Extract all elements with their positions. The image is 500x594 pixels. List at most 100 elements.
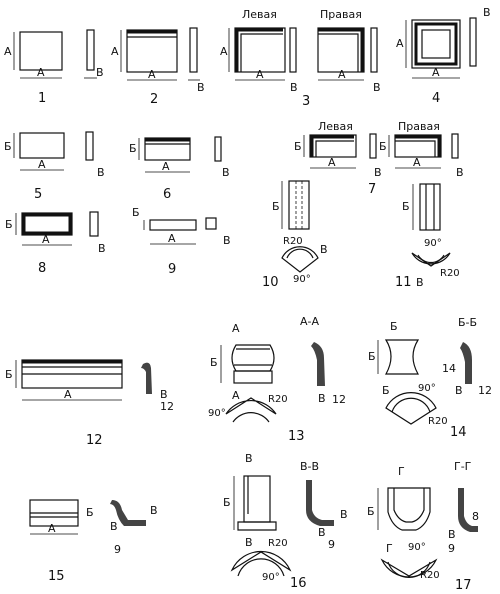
figure-15: А Б В В 9 15 [29, 499, 158, 584]
dim-B: Б [210, 356, 218, 369]
figure-6: Б А В 6 [129, 136, 230, 202]
tile-edge [205, 217, 217, 230]
tile-edge [89, 211, 99, 237]
figure-number: 16 [290, 576, 307, 591]
figure-7: Левая Правая Б А В Б А В 7 [294, 120, 464, 197]
dim-A: А [42, 233, 50, 246]
dim-V: В [483, 6, 491, 19]
tile-right [394, 134, 442, 158]
radius-label: R20 [283, 236, 303, 247]
section-marker-G: Г [398, 465, 405, 478]
figure-number: 5 [34, 187, 42, 202]
angle-label: 90° [408, 542, 426, 553]
corner-sector [281, 246, 319, 273]
dim-9: 9 [448, 542, 455, 555]
figure-1: А А В 1 [4, 29, 104, 106]
angle-label: 90° [262, 572, 280, 583]
angle-label: 90° [418, 383, 436, 394]
section-marker-A: А [232, 322, 240, 335]
edge-left [289, 27, 297, 73]
figure-number: 2 [150, 92, 158, 107]
dim-B: Б [402, 200, 410, 213]
dim-V-left: В [290, 81, 298, 94]
figure-12: Б А В 12 12 [5, 359, 174, 448]
tile-face [21, 212, 73, 236]
dim-B: Б [272, 200, 280, 213]
dim-V-left: В [374, 166, 382, 179]
radius-label: R20 [268, 394, 288, 405]
dim-B: Б [5, 368, 13, 381]
figure-number: 11 [395, 275, 412, 290]
section-title: Б-Б [458, 316, 477, 329]
tile-right [317, 27, 365, 73]
figure-3: Левая Правая А А В А В 3 [220, 8, 381, 109]
dim-V: В [448, 528, 456, 541]
figure-number: 15 [48, 569, 65, 584]
figure-number: 14 [450, 425, 467, 440]
edge-right [451, 133, 459, 159]
dim-A-vertical: А [220, 45, 228, 58]
tile-edge [469, 17, 477, 67]
dim-A: А [168, 232, 176, 245]
figure-number: 9 [168, 262, 176, 277]
dim-A: А [48, 522, 56, 535]
figure-13: А Б А R20 90° А-А В 12 13 [208, 315, 346, 444]
dim-A-vertical: А [111, 45, 119, 58]
figure-number: 10 [262, 275, 279, 290]
dim-V: В [318, 392, 326, 405]
tile-left [309, 134, 357, 158]
dim-B: Б [367, 505, 375, 518]
dim-V: В [160, 388, 168, 401]
figure-10: Б R20 В 90° 10 [262, 180, 328, 290]
dim-A-vertical: А [4, 45, 12, 58]
tile-face [144, 137, 191, 161]
dim-V-right: В [150, 504, 158, 517]
figure-number: 8 [38, 261, 46, 276]
profile-section [306, 480, 334, 526]
dim-12: 12 [160, 400, 174, 413]
dim-V-right: В [373, 81, 381, 94]
tile-face [387, 487, 431, 531]
tile-edge [189, 27, 198, 73]
figure-9: Б А В 9 [132, 206, 231, 277]
figure-17: Г Б Г 90° R20 Г-Г 8 В 9 17 [367, 460, 479, 593]
dim-A-right: А [338, 68, 346, 81]
dim-12: 12 [332, 393, 346, 406]
section-marker-A-bottom: А [232, 389, 240, 402]
dim-14: 14 [442, 362, 456, 375]
tile-inner [421, 29, 451, 59]
radius-label: R20 [440, 268, 460, 279]
dim-A-horizontal: А [148, 68, 156, 81]
tile-face [19, 132, 65, 159]
tile-face [384, 339, 420, 375]
dim-B-left: Б [294, 140, 302, 153]
dim-A: А [64, 388, 72, 401]
section-marker-V: В [245, 452, 253, 465]
profile-section [110, 500, 146, 526]
dim-V-right: В [340, 508, 348, 521]
tile-face [126, 29, 178, 73]
figure-number: 7 [368, 182, 376, 197]
dim-B: Б [368, 350, 376, 363]
dim-V: В [97, 166, 105, 179]
label-right: Правая [398, 120, 440, 133]
angle-label: 90° [293, 274, 311, 285]
dim-V-left: В [318, 526, 326, 539]
dim-12: 12 [478, 384, 492, 397]
figure-number: 3 [302, 94, 310, 109]
tile-outer [411, 19, 461, 69]
dim-A-left: А [328, 156, 336, 169]
dim-A: А [162, 160, 170, 173]
profile-section [460, 342, 472, 384]
dim-V: В [98, 242, 106, 255]
dim-B: Б [129, 142, 137, 155]
angle-label: 90° [208, 408, 226, 419]
figure-14: Б Б Б 90° R20 Б-Б 14 В 12 14 [368, 316, 492, 440]
section-marker-B: Б [390, 320, 398, 333]
corner-sector [230, 550, 292, 572]
profile-section [458, 488, 478, 532]
dim-9: 9 [114, 543, 121, 556]
figure-5: Б А В 5 [4, 131, 105, 202]
figure-16: В Б В R20 90° В-В В В 9 16 [223, 452, 348, 591]
